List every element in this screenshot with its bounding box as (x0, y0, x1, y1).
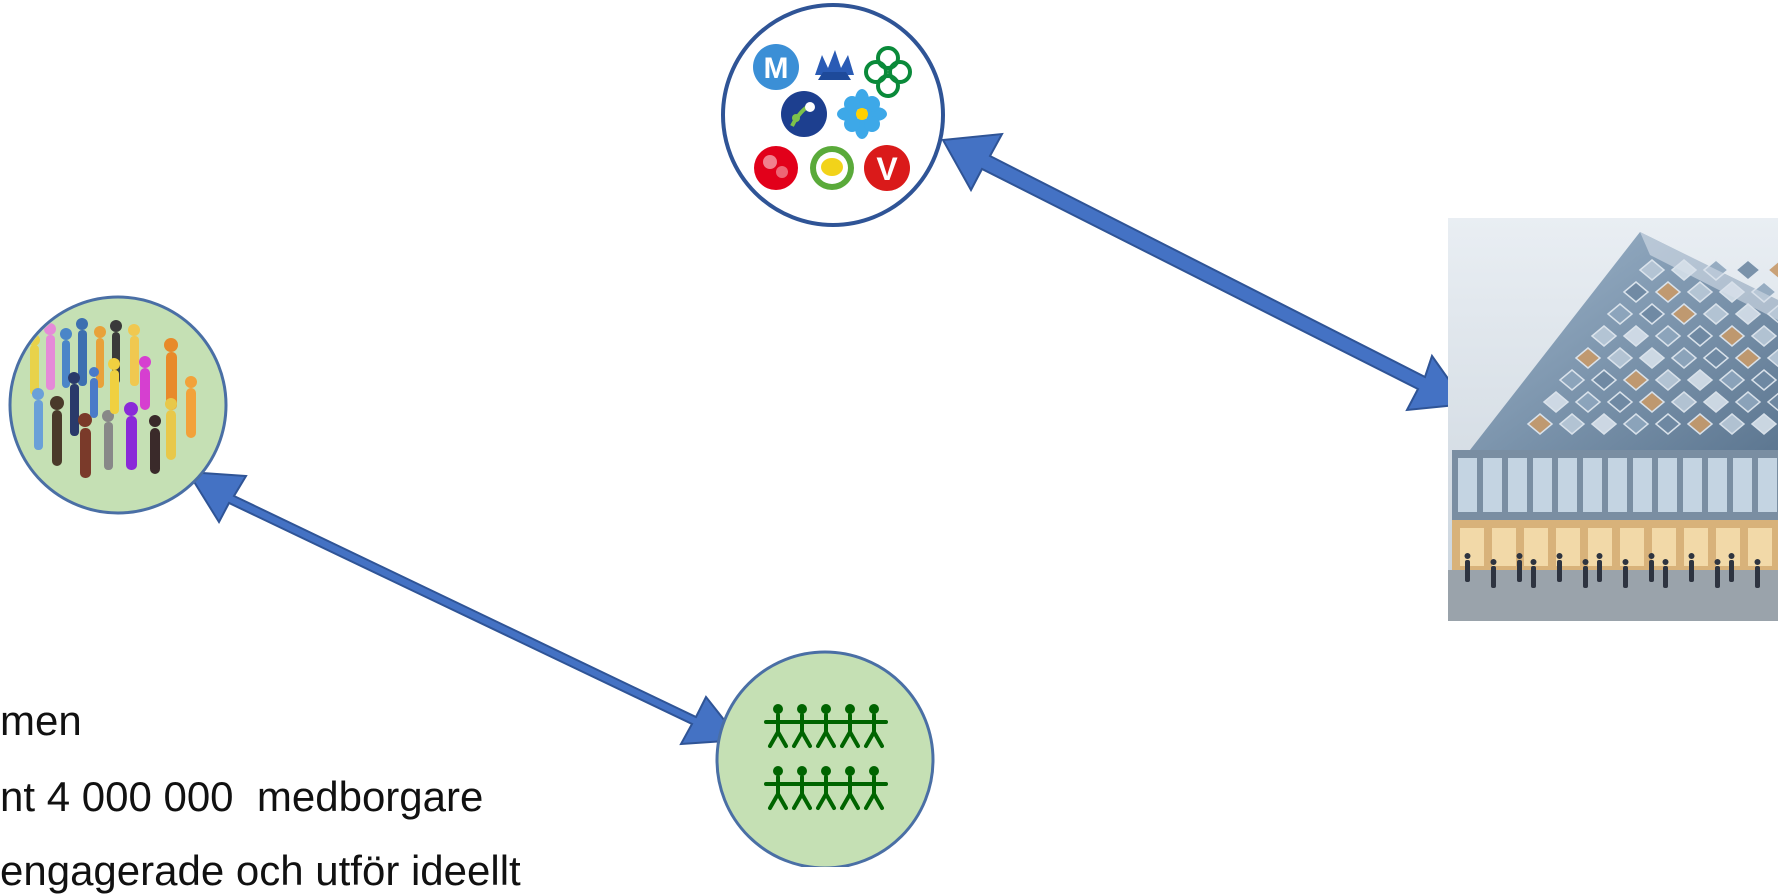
arrow-parties-building (941, 132, 1468, 412)
person-icon (836, 766, 864, 810)
svg-text:M: M (764, 52, 789, 85)
moderaterna-logo-icon: M (753, 44, 799, 90)
person-icon (812, 766, 840, 810)
municipal-building-image (1448, 218, 1778, 621)
kristdemokraterna-logo-icon (781, 91, 827, 137)
text-line-1: men (0, 697, 82, 744)
sverigedemokraterna-logo-icon (837, 89, 887, 139)
citizens-crowd-node (8, 295, 228, 515)
association-members-node (715, 650, 935, 867)
diagram-canvas: M (8, 3, 1778, 867)
liberalerna-logo-icon (815, 50, 854, 80)
person-icon (788, 766, 816, 810)
person-icon (860, 704, 888, 748)
crowd-silhouettes-icon (28, 318, 197, 478)
person-icon (764, 704, 792, 748)
socialdemokraterna-logo-icon (754, 146, 798, 190)
person-icon (788, 704, 816, 748)
centerpartiet-logo-icon (864, 46, 912, 98)
person-icon (764, 766, 792, 810)
person-icon (860, 766, 888, 810)
arrow-crowd-members (186, 470, 742, 746)
vansterpartiet-logo-icon: V (864, 145, 910, 191)
miljopartiet-logo-icon (810, 146, 854, 190)
political-parties-node: M (721, 3, 945, 227)
text-line-2: nt 4 000 000 medborgare (0, 773, 484, 820)
text-line-3: engagerade och utför ideellt (0, 847, 521, 894)
people-chain-icon (764, 704, 888, 810)
person-icon (812, 704, 840, 748)
person-icon (836, 704, 864, 748)
svg-text:V: V (876, 151, 898, 187)
